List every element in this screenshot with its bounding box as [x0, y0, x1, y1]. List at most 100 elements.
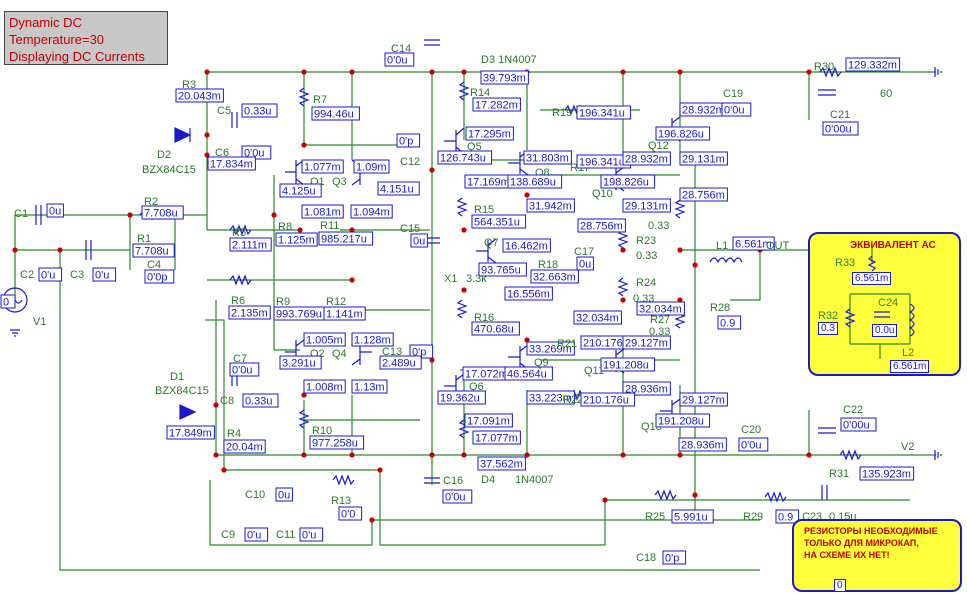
c24-label: C24 [878, 297, 898, 309]
readout-text: 1.13m [354, 382, 385, 394]
readout-frame [526, 390, 575, 405]
current-readout: 977.258u [309, 435, 365, 450]
readout-frame [822, 121, 859, 136]
readout-frame [141, 205, 184, 220]
label-text: C18 [636, 552, 656, 564]
readout-text: 191.208u [658, 416, 704, 428]
readout-frame [662, 550, 687, 565]
readout-text: 17.072m [465, 369, 508, 381]
current-readout: 1.128m [351, 332, 394, 347]
readout-frame [338, 506, 363, 521]
label-text: R27 [650, 314, 670, 326]
readout-text: 993.769u [276, 309, 322, 321]
readout-text: 0'0u [445, 492, 465, 504]
readout-frame [144, 269, 175, 284]
current-readout: 2.489u [379, 355, 422, 370]
readout-text: 20.04m [226, 442, 263, 454]
label-text: R5 [232, 227, 246, 239]
component-label: C21 [830, 109, 850, 121]
component-label: C10 [245, 489, 265, 501]
readout-text: 3.291u [282, 358, 316, 370]
label-text: C1 [14, 208, 28, 220]
readout-text: 17.834m [210, 159, 253, 171]
readout-text: 1.125m [278, 235, 315, 247]
readout-frame [576, 256, 594, 271]
readout-frame [323, 306, 366, 321]
label-text: 0.33 [648, 220, 669, 232]
current-readout: 0'0p [144, 269, 175, 284]
readout-text: 0'0u [741, 440, 761, 452]
readout-text: 17.091m [467, 416, 510, 428]
component-label: C15 [400, 223, 420, 235]
label-text: R31 [829, 468, 849, 480]
readout-text: 470.68u [474, 324, 514, 336]
readout-frame [396, 133, 421, 148]
readout-text: 1.081m [304, 207, 341, 219]
readout-text: 1.09m [356, 162, 387, 174]
component-label: BZX84C15 [142, 164, 196, 176]
readout-text: 2.135m [231, 308, 268, 320]
readout-frame [573, 310, 622, 325]
readout-text: 2.111m [232, 240, 267, 252]
readout-text: 29.131m [625, 201, 668, 213]
component-label: C9 [221, 529, 235, 541]
current-readout: 1.077m [301, 159, 344, 174]
readout-frame [679, 187, 728, 202]
microcap-note-text: РЕЗИСТОРЫ НЕОБХОДИМЫЕ ТОЛЬКО ДЛЯ МИКРОКА… [804, 525, 954, 561]
current-readout: 7.708u [141, 205, 184, 220]
readout-text: 210.176u [583, 395, 629, 407]
label-text: R10 [312, 425, 332, 437]
label-text: Q10 [592, 188, 613, 200]
current-readout: 1.125m [275, 232, 318, 247]
readout-frame [471, 321, 520, 336]
readout-text: 0'u [302, 530, 316, 542]
readout-text: 20.043m [178, 91, 221, 103]
current-readout: 0'00u [822, 121, 859, 136]
current-readout: 20.043m [175, 88, 224, 103]
readout-text: 28.756m [682, 190, 725, 202]
readout-frame [229, 237, 272, 252]
readout-frame [379, 355, 422, 370]
current-readout: 0'00u [840, 417, 877, 432]
readout-frame [622, 381, 671, 396]
current-readout: 1.09m [353, 159, 390, 174]
component-label: R13 [331, 495, 351, 507]
current-readout: 28.936m [678, 437, 727, 452]
label-text: R1 [137, 233, 151, 245]
current-readout: 33.223m [526, 390, 575, 405]
readout-frame [350, 204, 393, 219]
current-readout: 1.141m [323, 306, 366, 321]
readout-frame [721, 102, 752, 117]
component-label: C4 [147, 259, 161, 271]
readout-text: 191.208u [603, 360, 649, 372]
current-readout: 2.135m [228, 305, 271, 320]
current-readout: 196.826u [655, 126, 711, 141]
current-readout: 28.936m [622, 381, 671, 396]
label-text: R8 [278, 221, 292, 233]
readout-text: 0'0u [724, 105, 744, 117]
label-text: R6 [231, 295, 245, 307]
label-text: R21 [557, 338, 577, 350]
readout-text: 4.151u [380, 184, 414, 196]
readout-text: 196.341u [579, 108, 625, 120]
component-label: R5 [232, 227, 246, 239]
component-label: D3 1N4007 [481, 54, 537, 66]
current-readout: 2.111m [229, 237, 272, 252]
readout-text: 17.295m [468, 129, 511, 141]
readout-frame [504, 286, 553, 301]
readout-frame [636, 301, 685, 316]
current-readout: 0'u [299, 527, 324, 542]
component-label: R7 [313, 94, 327, 106]
readout-text: 17.282m [475, 100, 518, 112]
readout-frame [477, 456, 526, 471]
readout-text: 33.269m [529, 344, 572, 356]
readout-text: 1.141m [326, 309, 363, 321]
current-readout: 16.556m [504, 286, 553, 301]
readout-text: 0'00u [843, 420, 870, 432]
current-readout: 0'0u [738, 437, 769, 452]
label-text: C7 [233, 353, 247, 365]
readout-text: 0'u [95, 270, 109, 282]
current-readout: 564.351u [471, 214, 527, 229]
microcap-note-panel: РЕЗИСТОРЫ НЕОБХОДИМЫЕ ТОЛЬКО ДЛЯ МИКРОКА… [792, 519, 962, 592]
